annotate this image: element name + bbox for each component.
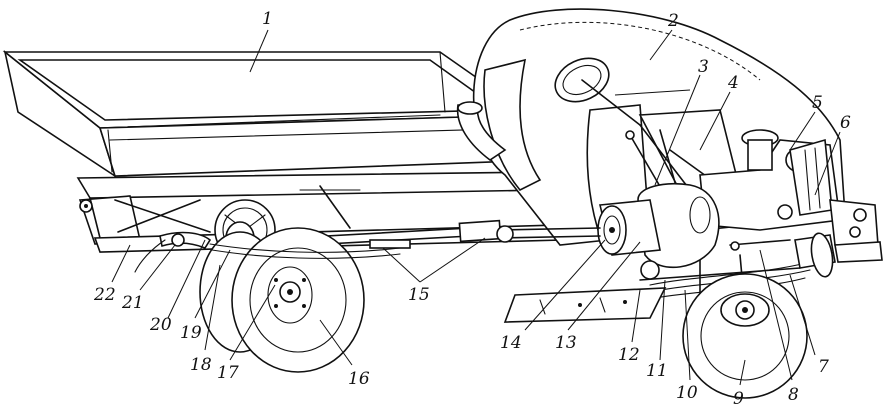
callout-4: 4 xyxy=(727,73,739,93)
callout-17: 17 xyxy=(217,363,239,383)
callout-9: 9 xyxy=(733,389,744,409)
callout-19: 19 xyxy=(180,323,202,343)
running-board xyxy=(503,287,667,323)
gearbox xyxy=(597,182,720,269)
cargo-bed xyxy=(2,49,547,178)
engine xyxy=(699,129,841,231)
callout-21: 21 xyxy=(121,293,144,313)
callout-6: 6 xyxy=(840,113,851,133)
callout-14: 14 xyxy=(500,333,522,353)
front-spring xyxy=(729,232,836,278)
callout-22: 22 xyxy=(93,285,116,305)
steering-wheel xyxy=(554,57,691,191)
callout-13: 13 xyxy=(555,333,577,353)
front-wheel xyxy=(682,273,808,399)
callout-labels: 1 2 3 4 5 6 7 8 9 10 11 12 13 14 15 16 1… xyxy=(93,9,851,409)
callout-1: 1 xyxy=(262,9,273,29)
callout-10: 10 xyxy=(676,383,698,403)
callout-2: 2 xyxy=(667,11,679,31)
leader-lines xyxy=(111,29,841,386)
callout-3: 3 xyxy=(698,57,709,77)
callout-15: 15 xyxy=(408,285,430,305)
front-bumper xyxy=(829,199,883,263)
callout-20: 20 xyxy=(149,315,172,335)
callout-8: 8 xyxy=(788,385,799,405)
callout-18: 18 xyxy=(190,355,212,375)
callout-11: 11 xyxy=(646,361,668,381)
rear-wheel xyxy=(199,227,365,373)
rear-spring xyxy=(134,231,401,273)
callout-5: 5 xyxy=(812,93,823,113)
callout-12: 12 xyxy=(618,345,640,365)
callout-16: 16 xyxy=(348,369,370,389)
callout-7: 7 xyxy=(818,357,829,377)
